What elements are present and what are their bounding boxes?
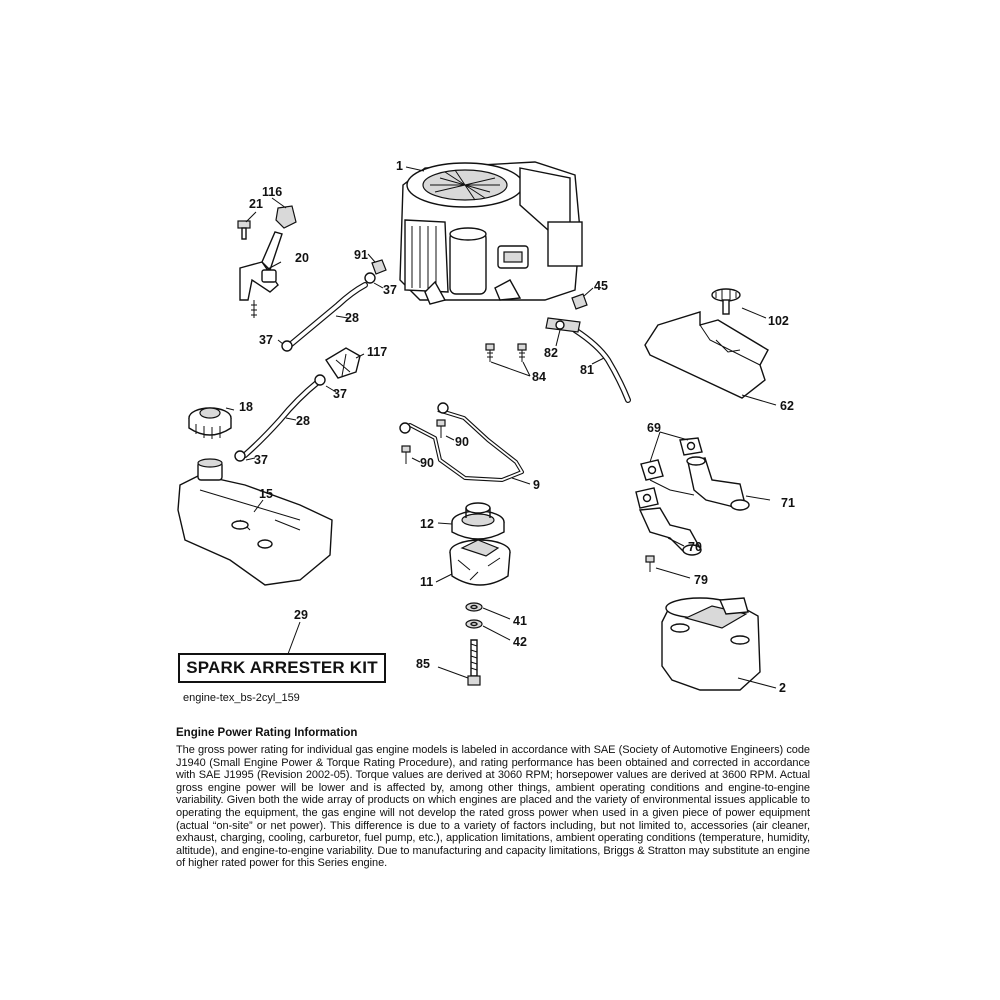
fitting-91[interactable] [371,259,387,275]
callout-116: 116 [262,185,282,199]
callout-2: 2 [779,681,786,695]
brake-rod-9[interactable] [399,402,524,482]
throttle-control[interactable] [239,231,283,318]
spark-arrester-kit-box[interactable]: SPARK ARRESTER KIT [178,653,386,683]
callout-37-c: 37 [333,387,347,401]
exhaust-pipe-71[interactable] [649,456,750,511]
muffler-2[interactable] [661,597,761,691]
fuel-cap-18[interactable] [188,407,232,439]
bolt-85[interactable] [467,639,481,686]
callout-90-a: 90 [455,435,469,449]
clamp-37-d[interactable] [234,450,246,462]
callout-117: 117 [367,345,387,359]
callout-9: 9 [533,478,540,492]
spark-arrester-kit-label: SPARK ARRESTER KIT [186,658,378,677]
callout-90-b: 90 [420,456,434,470]
pto-clutch-11[interactable] [449,539,511,586]
heat-shield-62[interactable] [644,311,769,399]
callout-71: 71 [781,496,795,510]
fuel-line-lower[interactable] [242,379,321,458]
fuel-line-upper[interactable] [287,282,368,348]
clamp-37-a[interactable] [364,272,376,284]
callout-28-lower: 28 [296,414,310,428]
fuel-line-81[interactable] [572,327,631,403]
screw-90-b[interactable] [401,445,411,464]
exhaust-pipe-70[interactable] [638,507,702,556]
callout-21: 21 [249,197,263,211]
callout-29: 29 [294,608,308,622]
bolt-84-b[interactable] [517,343,527,362]
callout-102: 102 [768,314,789,328]
callout-37-b: 37 [259,333,273,347]
parts-diagram: 1 2 9 11 12 15 18 20 21 28 28 29 37 37 3… [177,159,795,695]
callout-82: 82 [544,346,558,360]
fuel-tank-15[interactable] [177,458,333,586]
callout-69: 69 [647,421,661,435]
clip-45[interactable] [571,293,588,310]
gasket-69-a[interactable] [679,437,703,456]
screw-90-a[interactable] [436,419,446,438]
section-title: Engine Power Rating Information [176,727,358,739]
washer-42[interactable] [465,619,483,629]
callout-62: 62 [780,399,794,413]
clamp-37-b[interactable] [281,340,293,352]
callout-37-a: 37 [383,283,397,297]
callout-81: 81 [580,363,594,377]
fuel-filter-117[interactable] [325,347,361,379]
screw-79[interactable] [645,555,655,572]
callout-41: 41 [513,614,527,628]
bolt-84-a[interactable] [485,343,495,362]
diagram-id: engine-tex_bs-2cyl_159 [183,692,300,704]
callout-15: 15 [259,487,273,501]
callout-70: 70 [688,540,702,554]
section-body: The gross power rating for individual ga… [176,744,810,870]
callout-91: 91 [354,248,368,262]
callout-84: 84 [532,370,546,384]
bolt-21[interactable] [237,220,251,240]
gasket-69-b[interactable] [640,459,664,481]
knob-116[interactable] [275,205,297,229]
callout-85: 85 [416,657,430,671]
callout-42: 42 [513,635,527,649]
callout-37-d: 37 [254,453,268,467]
washer-41[interactable] [465,602,483,612]
callout-1: 1 [396,159,403,173]
clamp-37-c[interactable] [314,374,326,386]
callout-18: 18 [239,400,253,414]
callout-11: 11 [420,575,433,589]
callout-79: 79 [694,573,708,587]
callout-20: 20 [295,251,309,265]
fitting-82[interactable] [545,317,581,333]
callout-28-upper: 28 [345,311,359,325]
callout-12: 12 [420,517,434,531]
engine[interactable] [399,161,583,305]
engine-power-rating-section: Engine Power Rating Information The gros… [176,727,810,870]
gasket-69-c[interactable] [635,487,659,509]
callout-45: 45 [594,279,608,293]
knob-102[interactable] [711,288,741,315]
pulley-12[interactable] [451,502,505,540]
